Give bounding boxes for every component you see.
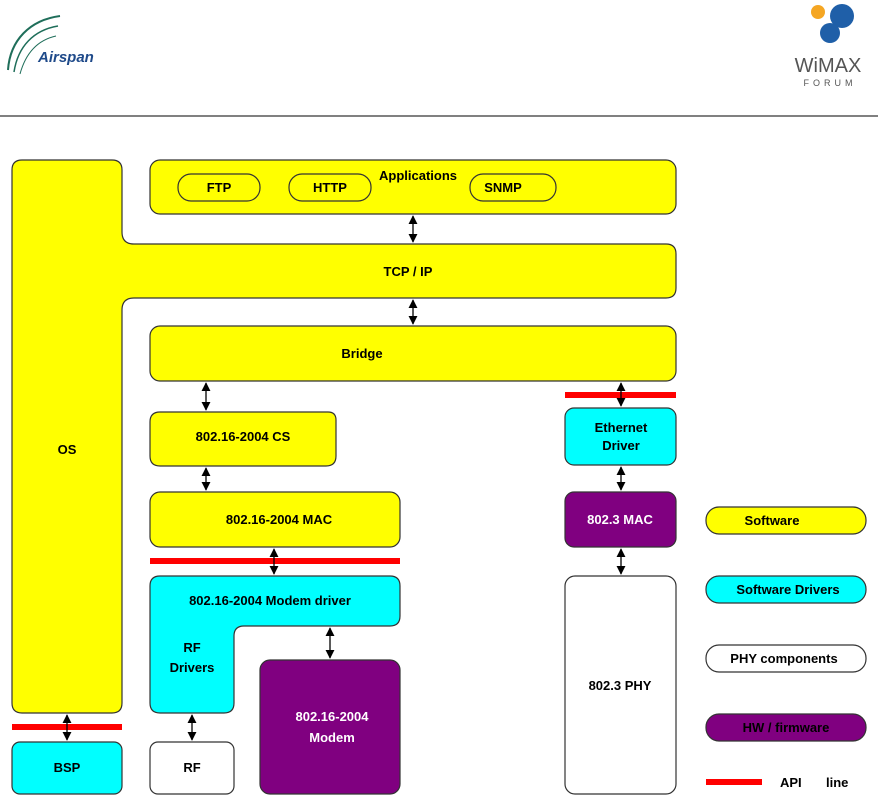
os-label: OS	[58, 442, 77, 457]
ethernet-driver-label-line2: Driver	[602, 438, 640, 453]
airspan-logo-text: Airspan	[37, 49, 94, 66]
wimax-logo-subtext: FORUM	[804, 78, 857, 88]
modem-label-line2: Modem	[309, 730, 355, 745]
legend-line-label: line	[826, 775, 848, 790]
wimax-logo-text: WiMAX	[795, 55, 862, 77]
phy-8023-label: 802.3 PHY	[589, 678, 652, 693]
modem-label-line1: 802.16-2004	[295, 709, 369, 724]
cs-label: 802.16-2004 CS	[196, 429, 291, 444]
legend: Software Software Drivers PHY components…	[706, 507, 866, 790]
rf-label: RF	[183, 760, 200, 775]
rf-drivers-label-line2: Drivers	[170, 660, 215, 675]
mac-label: 802.16-2004 MAC	[226, 512, 333, 527]
modem-block	[260, 660, 400, 794]
legend-api-label: API	[780, 775, 802, 790]
mac-8023-label: 802.3 MAC	[587, 512, 653, 527]
ftp-label: FTP	[207, 180, 232, 195]
modem-driver-label: 802.16-2004 Modem driver	[189, 593, 351, 608]
legend-hw-firmware-label: HW / firmware	[743, 720, 830, 735]
wimax-blue-dot-2-icon	[820, 23, 840, 43]
bridge-label: Bridge	[341, 346, 382, 361]
legend-phy-components-label: PHY components	[730, 651, 837, 666]
legend-software-label: Software	[745, 513, 800, 528]
applications-label: Applications	[379, 168, 457, 183]
tcpip-label: TCP / IP	[384, 264, 433, 279]
ethernet-driver-block	[565, 408, 676, 465]
bridge-block	[150, 326, 676, 381]
http-label: HTTP	[313, 180, 347, 195]
ethernet-driver-label-line1: Ethernet	[595, 420, 648, 435]
wimax-logo: WiMAX FORUM	[795, 4, 862, 88]
legend-software-drivers-label: Software Drivers	[736, 582, 839, 597]
rf-drivers-label-line1: RF	[183, 640, 200, 655]
wimax-orange-dot-icon	[811, 5, 825, 19]
snmp-label: SNMP	[484, 180, 522, 195]
bsp-label: BSP	[54, 760, 81, 775]
airspan-logo: Airspan	[8, 16, 94, 74]
